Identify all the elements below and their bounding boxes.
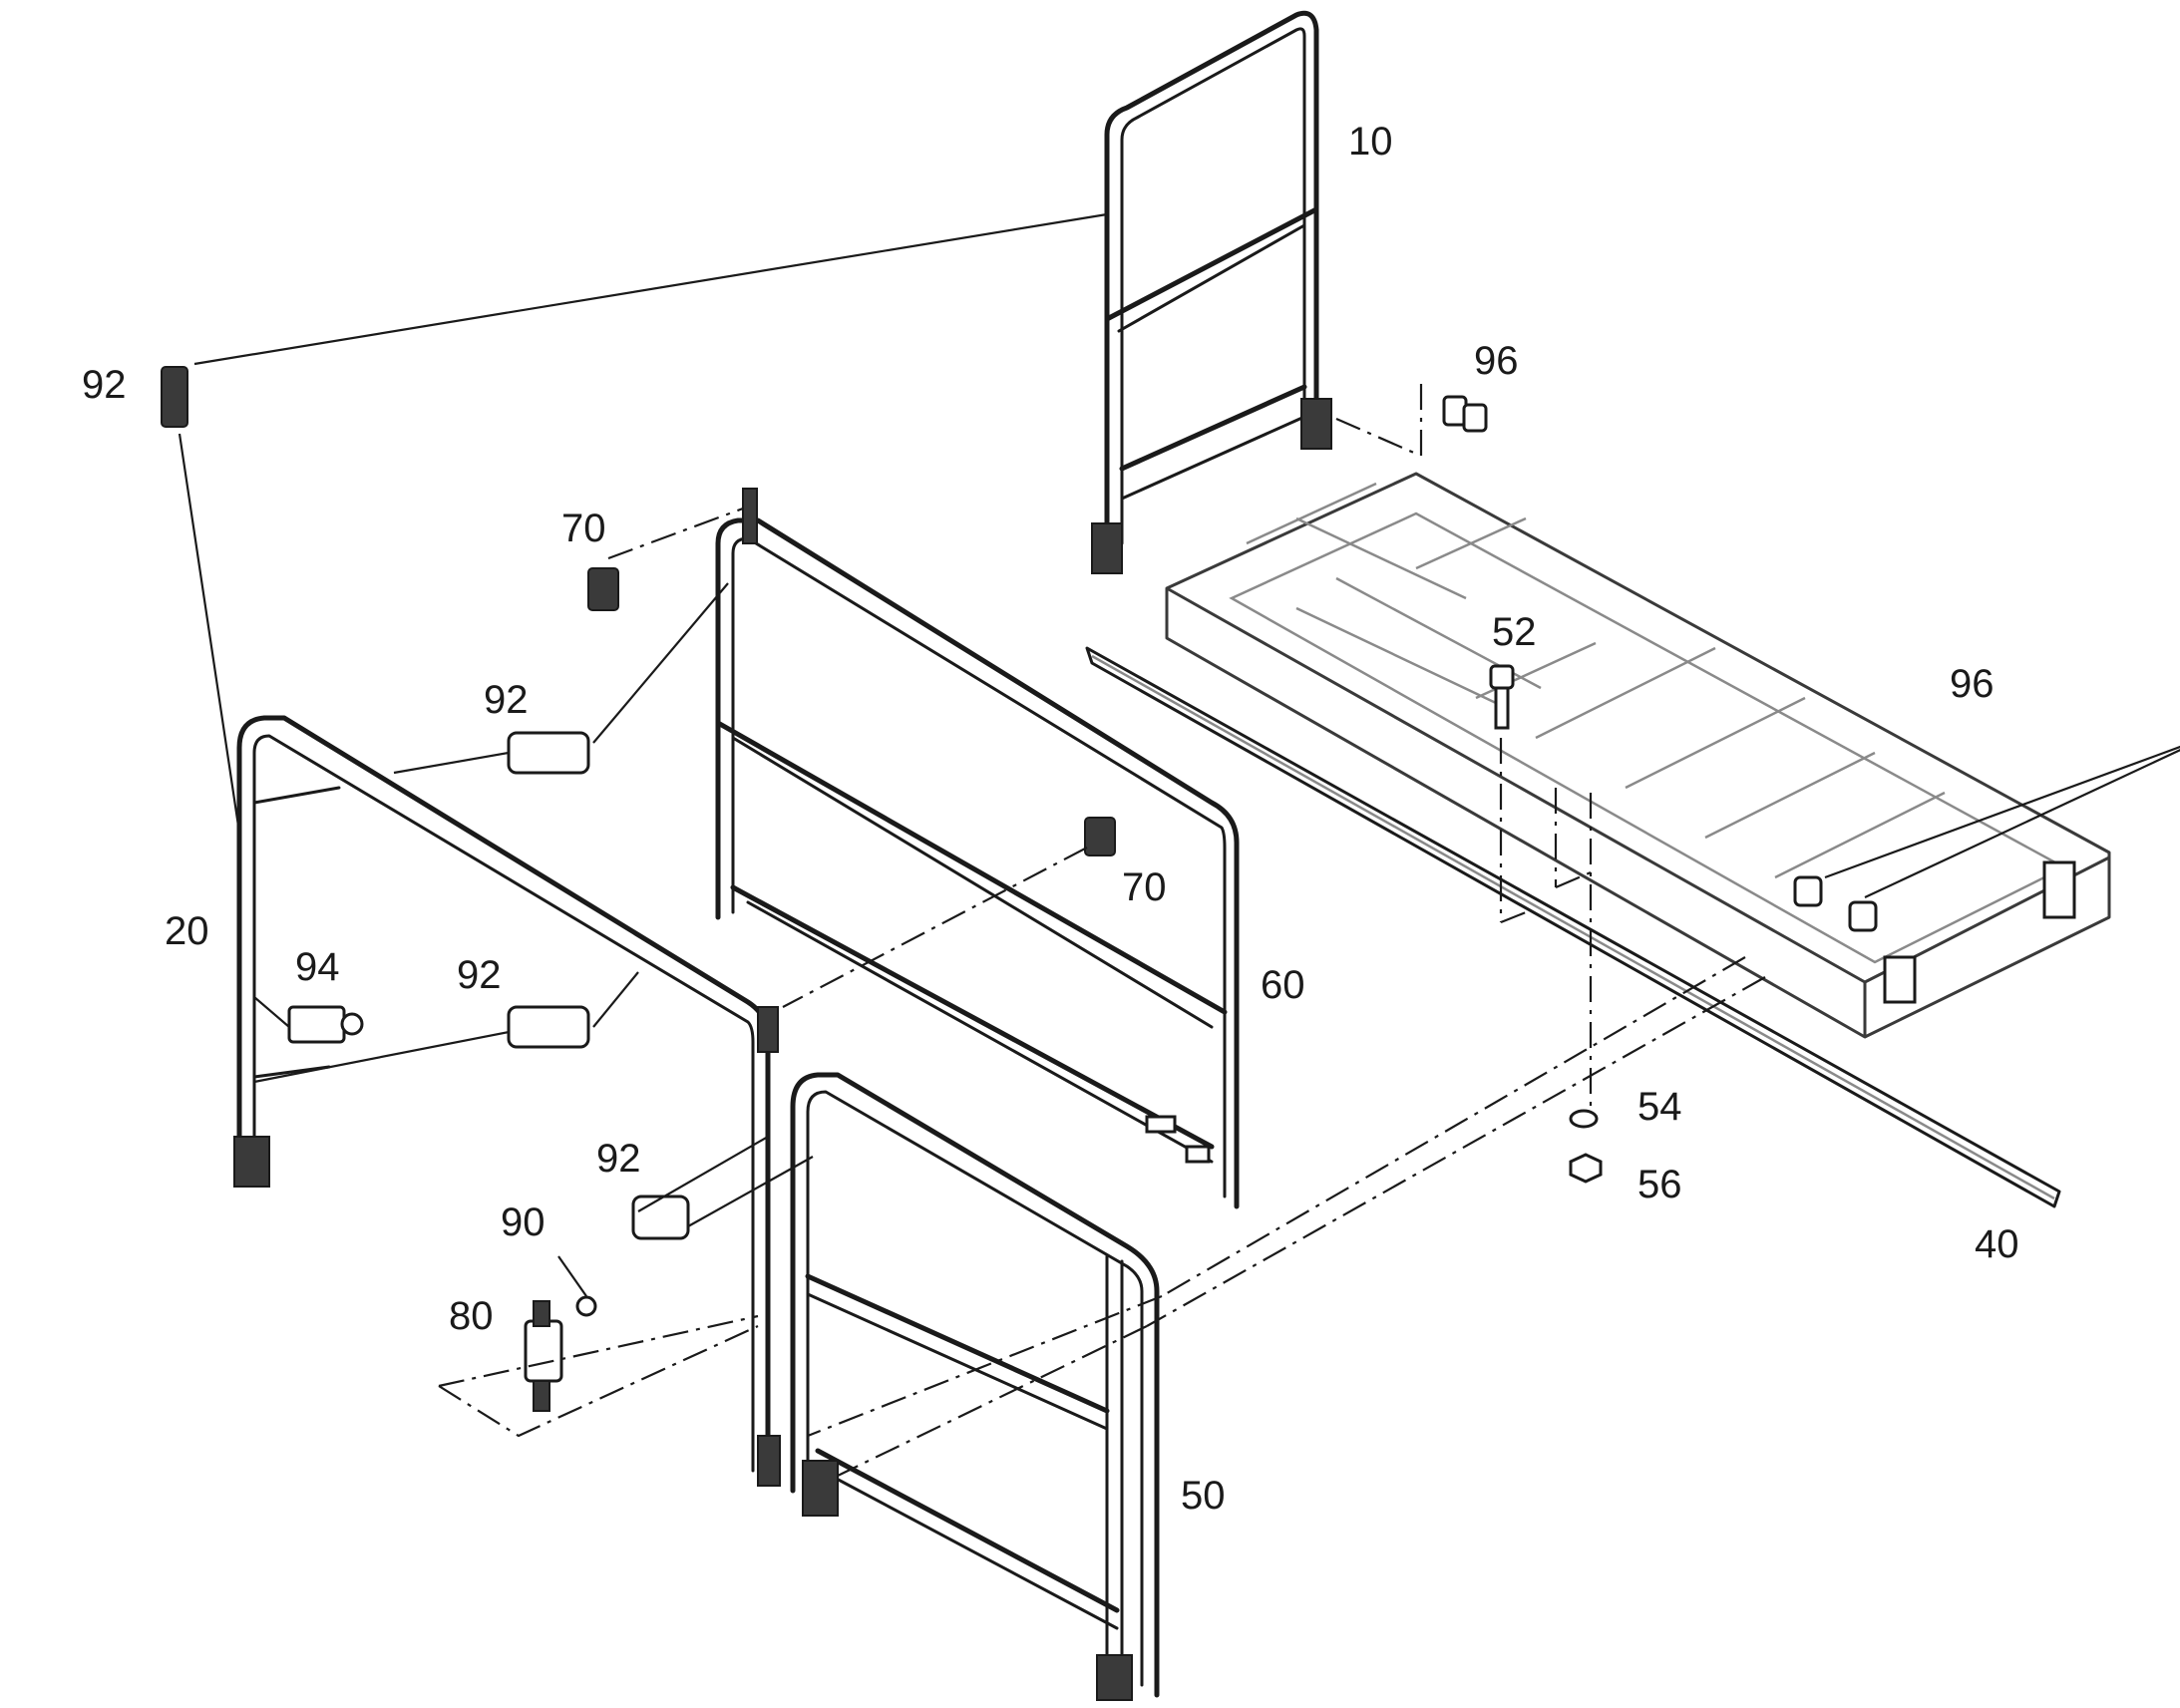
clamp-part-94 xyxy=(287,1005,364,1044)
callout-90: 90 xyxy=(501,1200,545,1244)
railing-part-20 xyxy=(233,715,781,1487)
callout-10: 10 xyxy=(1348,120,1393,164)
callout-52: 52 xyxy=(1492,610,1537,654)
callout-96-right: 96 xyxy=(1950,662,1995,706)
callout-80: 80 xyxy=(449,1294,494,1338)
railing-part-10 xyxy=(1091,10,1332,574)
bolts-part-96-right xyxy=(1793,875,1878,932)
callout-56: 56 xyxy=(1637,1163,1682,1206)
callout-92-middle-upper: 92 xyxy=(484,678,529,722)
nut-part-56 xyxy=(1569,1153,1603,1184)
callout-94: 94 xyxy=(295,945,340,989)
callout-70-lower: 70 xyxy=(1122,865,1167,909)
callout-60: 60 xyxy=(1261,963,1305,1007)
callout-92-bottom: 92 xyxy=(596,1137,641,1181)
callout-96-top: 96 xyxy=(1474,339,1519,383)
center-lines xyxy=(438,384,1766,1477)
clamp-part-70-b xyxy=(1084,817,1116,856)
hinge-part-92-b xyxy=(507,1005,590,1049)
callout-92-top-left: 92 xyxy=(82,363,127,407)
hinge-part-92-a xyxy=(507,731,590,775)
callout-70-upper: 70 xyxy=(561,507,606,550)
angle-bar-part-40 xyxy=(1085,646,2061,1208)
platform-frame xyxy=(1165,472,2111,1039)
latch-part-80 xyxy=(524,1300,563,1412)
callout-40: 40 xyxy=(1975,1222,2019,1266)
screw-part-90 xyxy=(575,1295,597,1317)
hinge-part-92-d xyxy=(161,366,188,428)
leader-lines xyxy=(178,212,2180,1297)
railing-part-60 xyxy=(715,488,1240,1209)
callout-92-middle-lower: 92 xyxy=(457,953,502,997)
railing-part-50 xyxy=(790,1072,1160,1701)
callout-54: 54 xyxy=(1637,1085,1682,1129)
bolt-part-52 xyxy=(1489,664,1515,730)
clamp-part-70-a xyxy=(587,567,619,611)
callout-20: 20 xyxy=(165,909,209,953)
washer-part-54 xyxy=(1569,1109,1599,1129)
hinge-part-92-c xyxy=(631,1195,690,1240)
bolts-part-96-top xyxy=(1442,395,1488,433)
callout-50: 50 xyxy=(1181,1474,1226,1518)
